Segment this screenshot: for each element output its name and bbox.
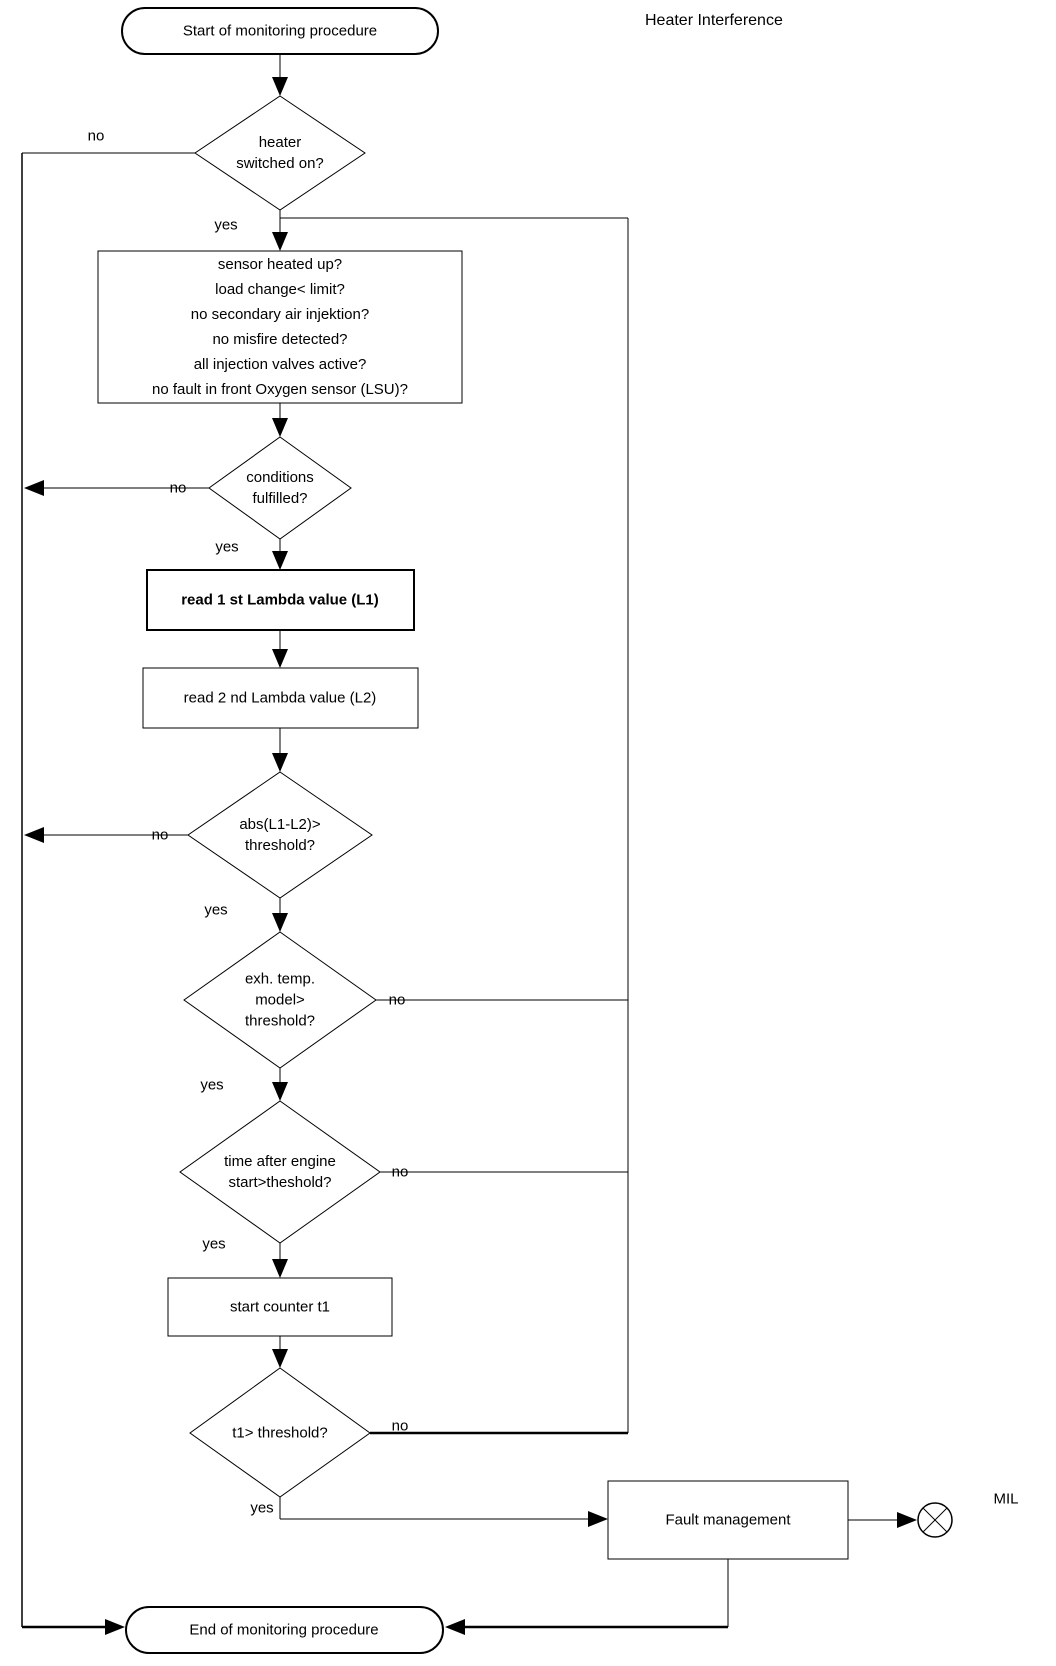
arrowhead-into-mil (897, 1512, 917, 1528)
arrowhead-fault-into-end (445, 1619, 465, 1635)
fulfilled-decision-label: conditions fulfilled? (246, 469, 314, 507)
node-shapes (97, 7, 953, 1654)
arrowhead-into-exh (272, 913, 288, 932)
edge-label-abs-yes: yes (204, 901, 228, 919)
edge-label-heater-no: no (87, 127, 105, 145)
arrowhead-into-l1 (272, 551, 288, 570)
arrowhead-left-into-end (105, 1619, 125, 1635)
mil-indicator-label: MIL (993, 1490, 1019, 1508)
fault-management-process-shape (607, 1480, 849, 1560)
start-counter-process-label: start counter t1 (229, 1298, 331, 1316)
exh-temp-decision-shape (183, 931, 377, 1069)
edge-label-exh-no: no (388, 991, 406, 1009)
edge-label-time-no: no (391, 1163, 409, 1181)
arrowhead-into-counter (272, 1259, 288, 1278)
connectors (21, 54, 901, 1629)
arrowhead-into-abs (272, 753, 288, 772)
arrowhead-into-t1 (272, 1349, 288, 1368)
heater-decision-shape (194, 95, 366, 211)
arrowhead-into-time (272, 1082, 288, 1101)
edge-label-abs-no: no (151, 826, 169, 844)
t1-decision-shape (189, 1367, 371, 1498)
mil-indicator-icon (917, 1502, 953, 1538)
edge-label-heater-yes: yes (214, 216, 238, 234)
arrowhead-abs-no (24, 827, 44, 843)
arrowhead-into-heater (272, 77, 288, 96)
read-l1-process-shape (146, 569, 415, 631)
fulfilled-decision-shape (208, 436, 352, 540)
edge-label-t1-yes: yes (250, 1499, 274, 1517)
arrowheads (24, 77, 917, 1635)
edge-label-exh-yes: yes (200, 1076, 224, 1094)
read-l2-process-shape (142, 667, 419, 729)
abs-decision-label: abs(L1-L2)> threshold? (239, 816, 321, 854)
arrowhead-into-l2 (272, 649, 288, 668)
fault-management-process-label: Fault management (665, 1511, 791, 1529)
start-terminator-label: Start of monitoring procedure (182, 22, 378, 40)
end-terminator-label: End of monitoring procedure (189, 1621, 379, 1639)
edge-label-t1-no: no (391, 1417, 409, 1435)
edge-label-time-yes: yes (202, 1235, 226, 1253)
start-terminator-shape (121, 7, 439, 55)
arrowhead-into-conditions (272, 232, 288, 251)
end-terminator-shape (125, 1606, 444, 1654)
arrowhead-into-fulfilled (272, 418, 288, 437)
read-l2-process-label: read 2 nd Lambda value (L2) (183, 689, 377, 707)
arrowhead-conditions-no (24, 480, 44, 496)
conditions-process-shape (97, 250, 463, 404)
abs-decision-shape (187, 771, 373, 899)
conditions-process-label: sensor heated up? load change< limit? no… (152, 256, 408, 398)
page-title: Heater Interference (645, 12, 783, 29)
edge-label-conditions-no: no (169, 479, 187, 497)
heater-decision-label: heater switched on? (236, 134, 324, 172)
t1-decision-label: t1> threshold? (232, 1424, 328, 1442)
arrowhead-into-fault (588, 1511, 608, 1527)
start-counter-process-shape (167, 1277, 393, 1337)
read-l1-process-label: read 1 st Lambda value (L1) (181, 591, 379, 609)
time-decision-shape (179, 1100, 381, 1244)
exh-temp-decision-label: exh. temp. model> threshold? (244, 970, 316, 1030)
edge-label-conditions-yes: yes (215, 538, 239, 556)
time-decision-label: time after engine start>theshold? (224, 1153, 336, 1191)
